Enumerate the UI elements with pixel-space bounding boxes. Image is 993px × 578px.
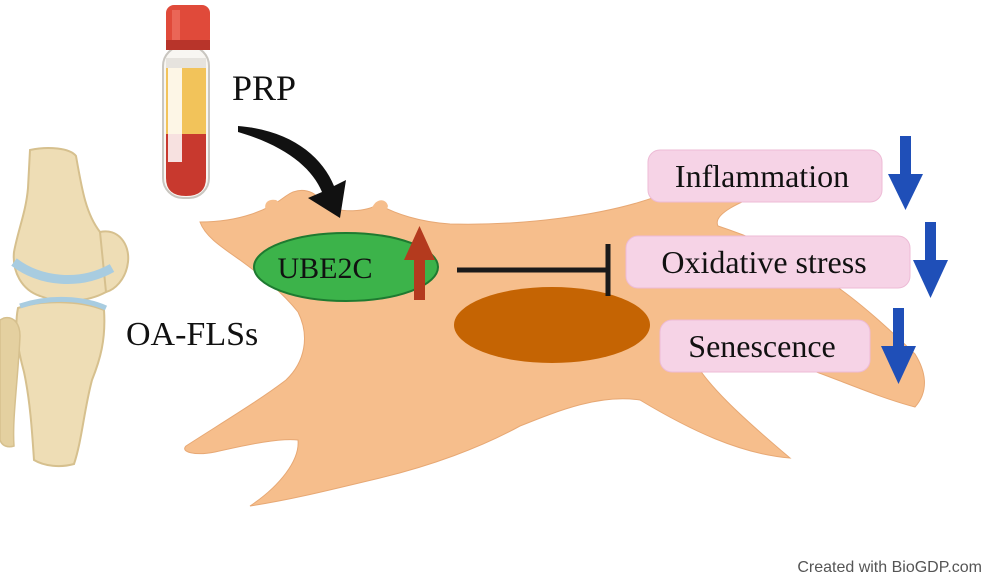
prp-tube-icon [162, 5, 210, 199]
effect-label-inflammation: Inflammation [675, 158, 849, 194]
oa-fls-label: OA-FLSs [126, 316, 258, 353]
down-arrow-icon [913, 222, 948, 298]
cell-filopodium [265, 199, 280, 218]
down-arrow-icon [881, 308, 916, 384]
ube2c-label: UBE2C [277, 252, 372, 285]
prp-curved-arrow [238, 126, 346, 218]
down-arrow-icon [888, 136, 923, 210]
knee-joint-icon [0, 147, 130, 468]
effect-label-oxidative-stress: Oxidative stress [661, 244, 866, 280]
inhibition-line [457, 244, 611, 296]
credit-label: Created with BioGDP.com [797, 559, 982, 576]
ube2c-ellipse [253, 232, 439, 302]
up-arrow-icon [404, 226, 435, 300]
prp-label: PRP [232, 68, 296, 108]
effect-box-senescence: Senescence [659, 319, 871, 373]
effect-box-oxidative-stress: Oxidative stress [625, 235, 911, 289]
effect-label-senescence: Senescence [688, 328, 835, 364]
cell-filopodium [372, 200, 388, 214]
cell-nucleus [454, 287, 650, 363]
effect-box-inflammation: Inflammation [647, 149, 883, 203]
